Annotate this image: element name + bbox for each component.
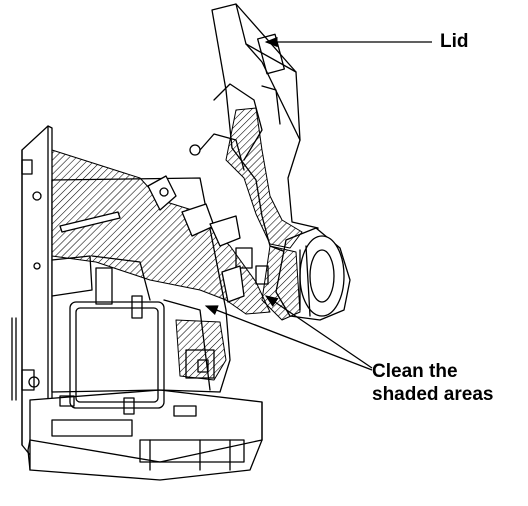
mechanism-details xyxy=(59,175,245,303)
shaded-area-lid-underside xyxy=(225,107,303,249)
clean-leader-arrow-lower xyxy=(204,305,373,371)
shaded-area-lower-guide xyxy=(175,319,227,381)
clean-callout-label: Clean the shaded areas xyxy=(372,360,493,406)
label-roll-window xyxy=(69,301,165,409)
clean-callout-line-1: Clean the xyxy=(372,361,458,382)
lid-callout-label: Lid xyxy=(440,31,469,52)
clean-callout-line-2: shaded areas xyxy=(372,384,494,405)
clean-leader-arrow-upper xyxy=(264,295,373,369)
callout-leaders xyxy=(204,36,432,371)
printer-base xyxy=(27,389,263,481)
